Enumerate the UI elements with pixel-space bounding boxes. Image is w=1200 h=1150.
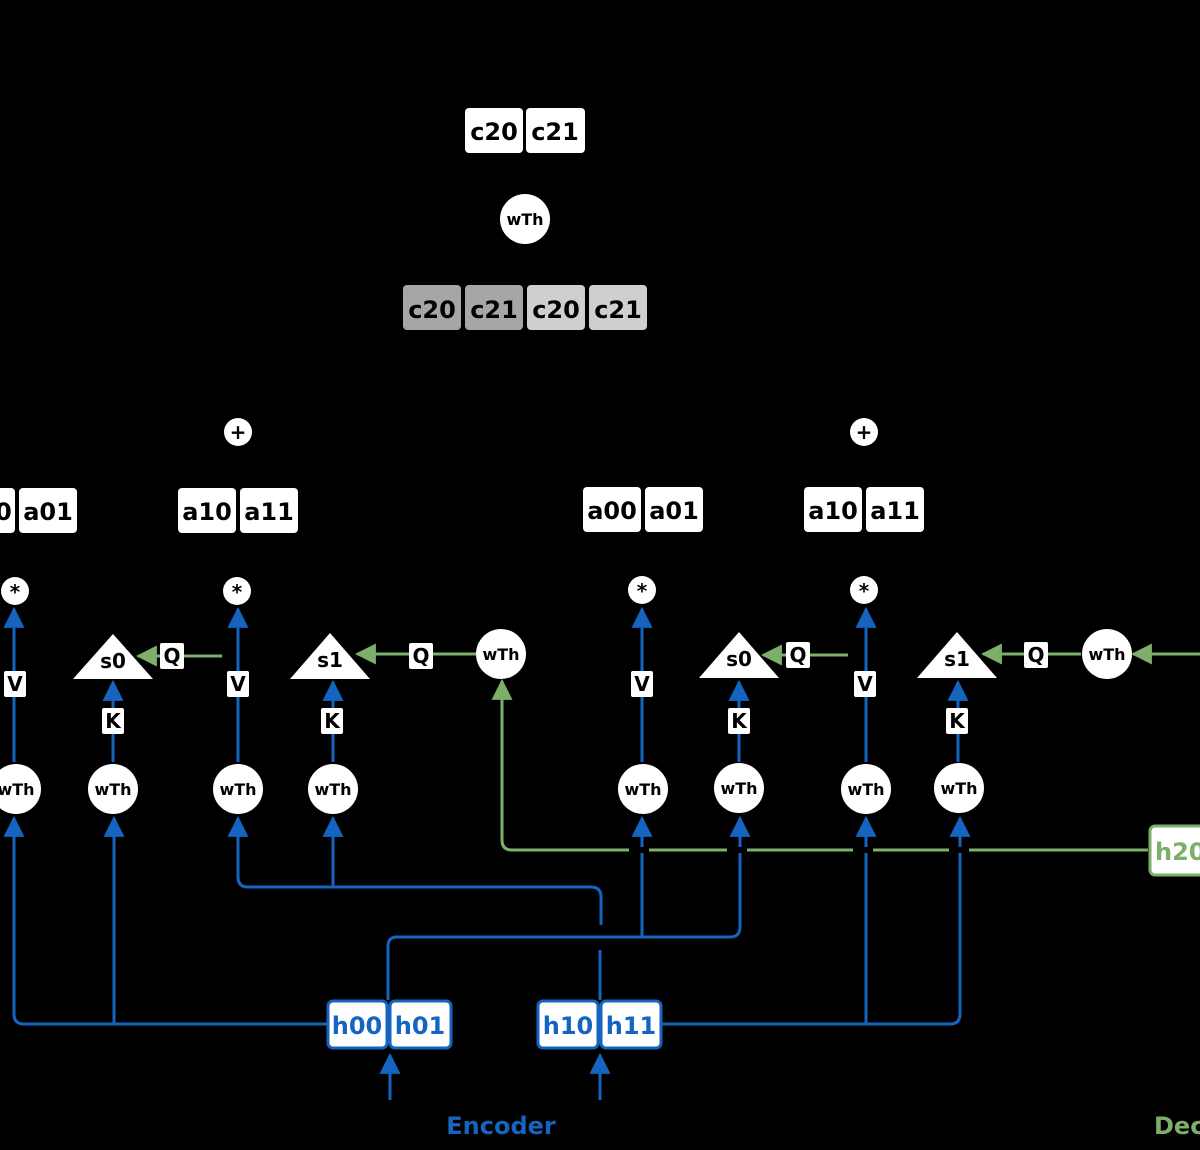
- svg-text:V: V: [634, 672, 650, 696]
- svg-text:wTh: wTh: [624, 780, 661, 799]
- svg-text:a10: a10: [182, 498, 232, 526]
- svg-text:K: K: [731, 709, 748, 733]
- svg-text:*: *: [232, 580, 243, 604]
- vkq-labels: V V V V K K K K Q Q Q Q: [4, 642, 1048, 734]
- svg-text:wTh: wTh: [219, 780, 256, 799]
- score-triangles: s0 s1 s0 s1: [73, 632, 997, 679]
- svg-text:wTh: wTh: [94, 780, 131, 799]
- svg-text:a00: a00: [587, 497, 637, 525]
- svg-text:wTh: wTh: [940, 779, 977, 798]
- attention-weights-left-0: a00 a01: [0, 488, 77, 533]
- svg-text:*: *: [10, 580, 21, 604]
- svg-text:s1: s1: [317, 648, 343, 672]
- svg-text:wTh: wTh: [0, 780, 35, 799]
- encoder-hidden-0: h00 h01: [326, 999, 453, 1050]
- svg-text:*: *: [637, 579, 648, 603]
- svg-text:wTh: wTh: [847, 780, 884, 799]
- context-vector-top: c20 c21: [465, 108, 585, 153]
- svg-text:K: K: [949, 709, 966, 733]
- svg-text:wTh: wTh: [720, 779, 757, 798]
- svg-text:c21: c21: [470, 296, 518, 324]
- attention-weights-right-1: a10 a11: [804, 487, 924, 532]
- svg-text:Q: Q: [789, 643, 806, 667]
- svg-text:*: *: [859, 579, 870, 603]
- svg-text:c20: c20: [532, 296, 580, 324]
- wth-node-top: wTh: [500, 194, 550, 244]
- svg-text:Q: Q: [163, 644, 180, 668]
- svg-text:h01: h01: [395, 1012, 445, 1040]
- svg-text:V: V: [7, 672, 23, 696]
- svg-text:h11: h11: [606, 1012, 656, 1040]
- svg-text:wTh: wTh: [1088, 645, 1125, 664]
- wth-projection-nodes: wTh wTh wTh wTh wTh wTh wTh wTh: [0, 763, 984, 814]
- attention-weights-left-1: a10 a11: [178, 488, 298, 533]
- svg-text:V: V: [857, 672, 873, 696]
- svg-text:Q: Q: [1027, 643, 1044, 667]
- svg-text:wTh: wTh: [314, 780, 351, 799]
- svg-text:K: K: [105, 709, 122, 733]
- decoder-label: Dec: [1154, 1112, 1200, 1140]
- context-concat: c20 c21 c20 c21: [403, 285, 647, 330]
- decoder-connections: [135, 643, 1200, 852]
- svg-text:h20: h20: [1155, 838, 1200, 866]
- encoder-hidden-1: h10 h11: [536, 999, 663, 1050]
- wth-query-nodes: wTh wTh: [476, 629, 1132, 679]
- svg-text:a11: a11: [870, 497, 920, 525]
- plus-node-left: +: [224, 418, 252, 446]
- svg-text:+: +: [856, 420, 873, 444]
- svg-text:a00: a00: [0, 498, 12, 526]
- attention-weights-right-0: a00 a01: [583, 487, 703, 532]
- svg-text:h00: h00: [332, 1012, 382, 1040]
- svg-text:c20: c20: [408, 296, 456, 324]
- multiply-nodes: * * * *: [1, 576, 878, 605]
- svg-text:a01: a01: [23, 498, 73, 526]
- svg-text:s0: s0: [100, 649, 126, 673]
- svg-text:V: V: [230, 672, 246, 696]
- encoder-connections: [3, 606, 971, 1100]
- svg-text:wTh: wTh: [506, 210, 543, 229]
- plus-node-right: +: [850, 418, 878, 446]
- svg-text:wTh: wTh: [482, 645, 519, 664]
- svg-text:a10: a10: [808, 497, 858, 525]
- c21-label: c21: [531, 118, 579, 146]
- svg-text:c21: c21: [594, 296, 642, 324]
- svg-text:s1: s1: [944, 647, 970, 671]
- svg-text:h10: h10: [543, 1012, 593, 1040]
- encoder-label: Encoder: [446, 1112, 556, 1140]
- svg-text:a11: a11: [244, 498, 294, 526]
- svg-text:s0: s0: [726, 647, 752, 671]
- decoder-hidden: h20: [1148, 824, 1200, 877]
- svg-text:+: +: [230, 420, 247, 444]
- c20-label: c20: [470, 118, 518, 146]
- svg-text:a01: a01: [649, 497, 699, 525]
- svg-text:Q: Q: [412, 644, 429, 668]
- svg-text:K: K: [324, 709, 341, 733]
